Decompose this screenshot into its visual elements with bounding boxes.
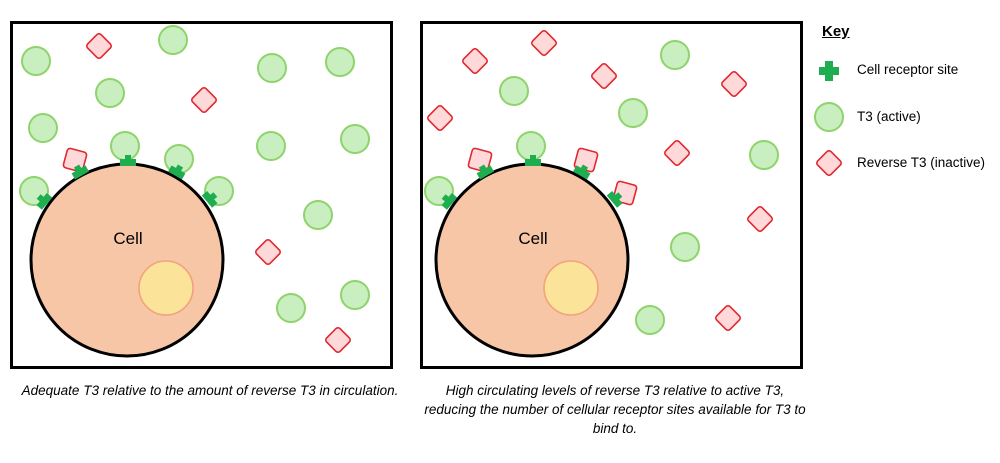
t3-circle-icon: [814, 102, 844, 132]
t3-molecule: [95, 78, 125, 108]
t3-molecule: [618, 98, 648, 128]
t3-molecule: [749, 140, 779, 170]
t3-molecule: [28, 113, 58, 143]
t3-molecule: [257, 53, 287, 83]
t3-molecule: [660, 40, 690, 70]
t3-molecule: [158, 25, 188, 55]
t3-molecule: [635, 305, 665, 335]
cell: Cell: [29, 162, 225, 358]
t3-molecule: [256, 131, 286, 161]
key-icons: [814, 61, 844, 178]
key-title: Key: [822, 23, 850, 40]
t3-molecule: [21, 46, 51, 76]
cell-label: Cell: [113, 229, 142, 248]
cell: Cell: [434, 162, 630, 358]
key-label-t3: T3 (active): [857, 109, 921, 124]
t3-molecule: [499, 76, 529, 106]
reverse-t3-diamond-icon: [814, 148, 844, 178]
t3-molecule: [340, 124, 370, 154]
key-label-receptor: Cell receptor site: [857, 62, 959, 77]
panel-adequate-t3: Cell: [10, 21, 393, 369]
panel-high-reverse-t3: Cell: [420, 21, 803, 369]
t3-molecule: [340, 280, 370, 310]
receptor-icon: [819, 61, 839, 81]
caption-adequate-t3: Adequate T3 relative to the amount of re…: [21, 383, 399, 398]
nucleus: [138, 260, 194, 316]
key-label-reverse-t3: Reverse T3 (inactive): [857, 155, 986, 170]
t3-molecule: [325, 47, 355, 77]
t3-molecule: [303, 200, 333, 230]
t3-molecule: [276, 293, 306, 323]
cell-label: Cell: [518, 229, 547, 248]
t3-molecule: [670, 232, 700, 262]
caption-high-reverse-t3: High circulating levels of reverse T3 re…: [424, 383, 806, 436]
nucleus: [543, 260, 599, 316]
